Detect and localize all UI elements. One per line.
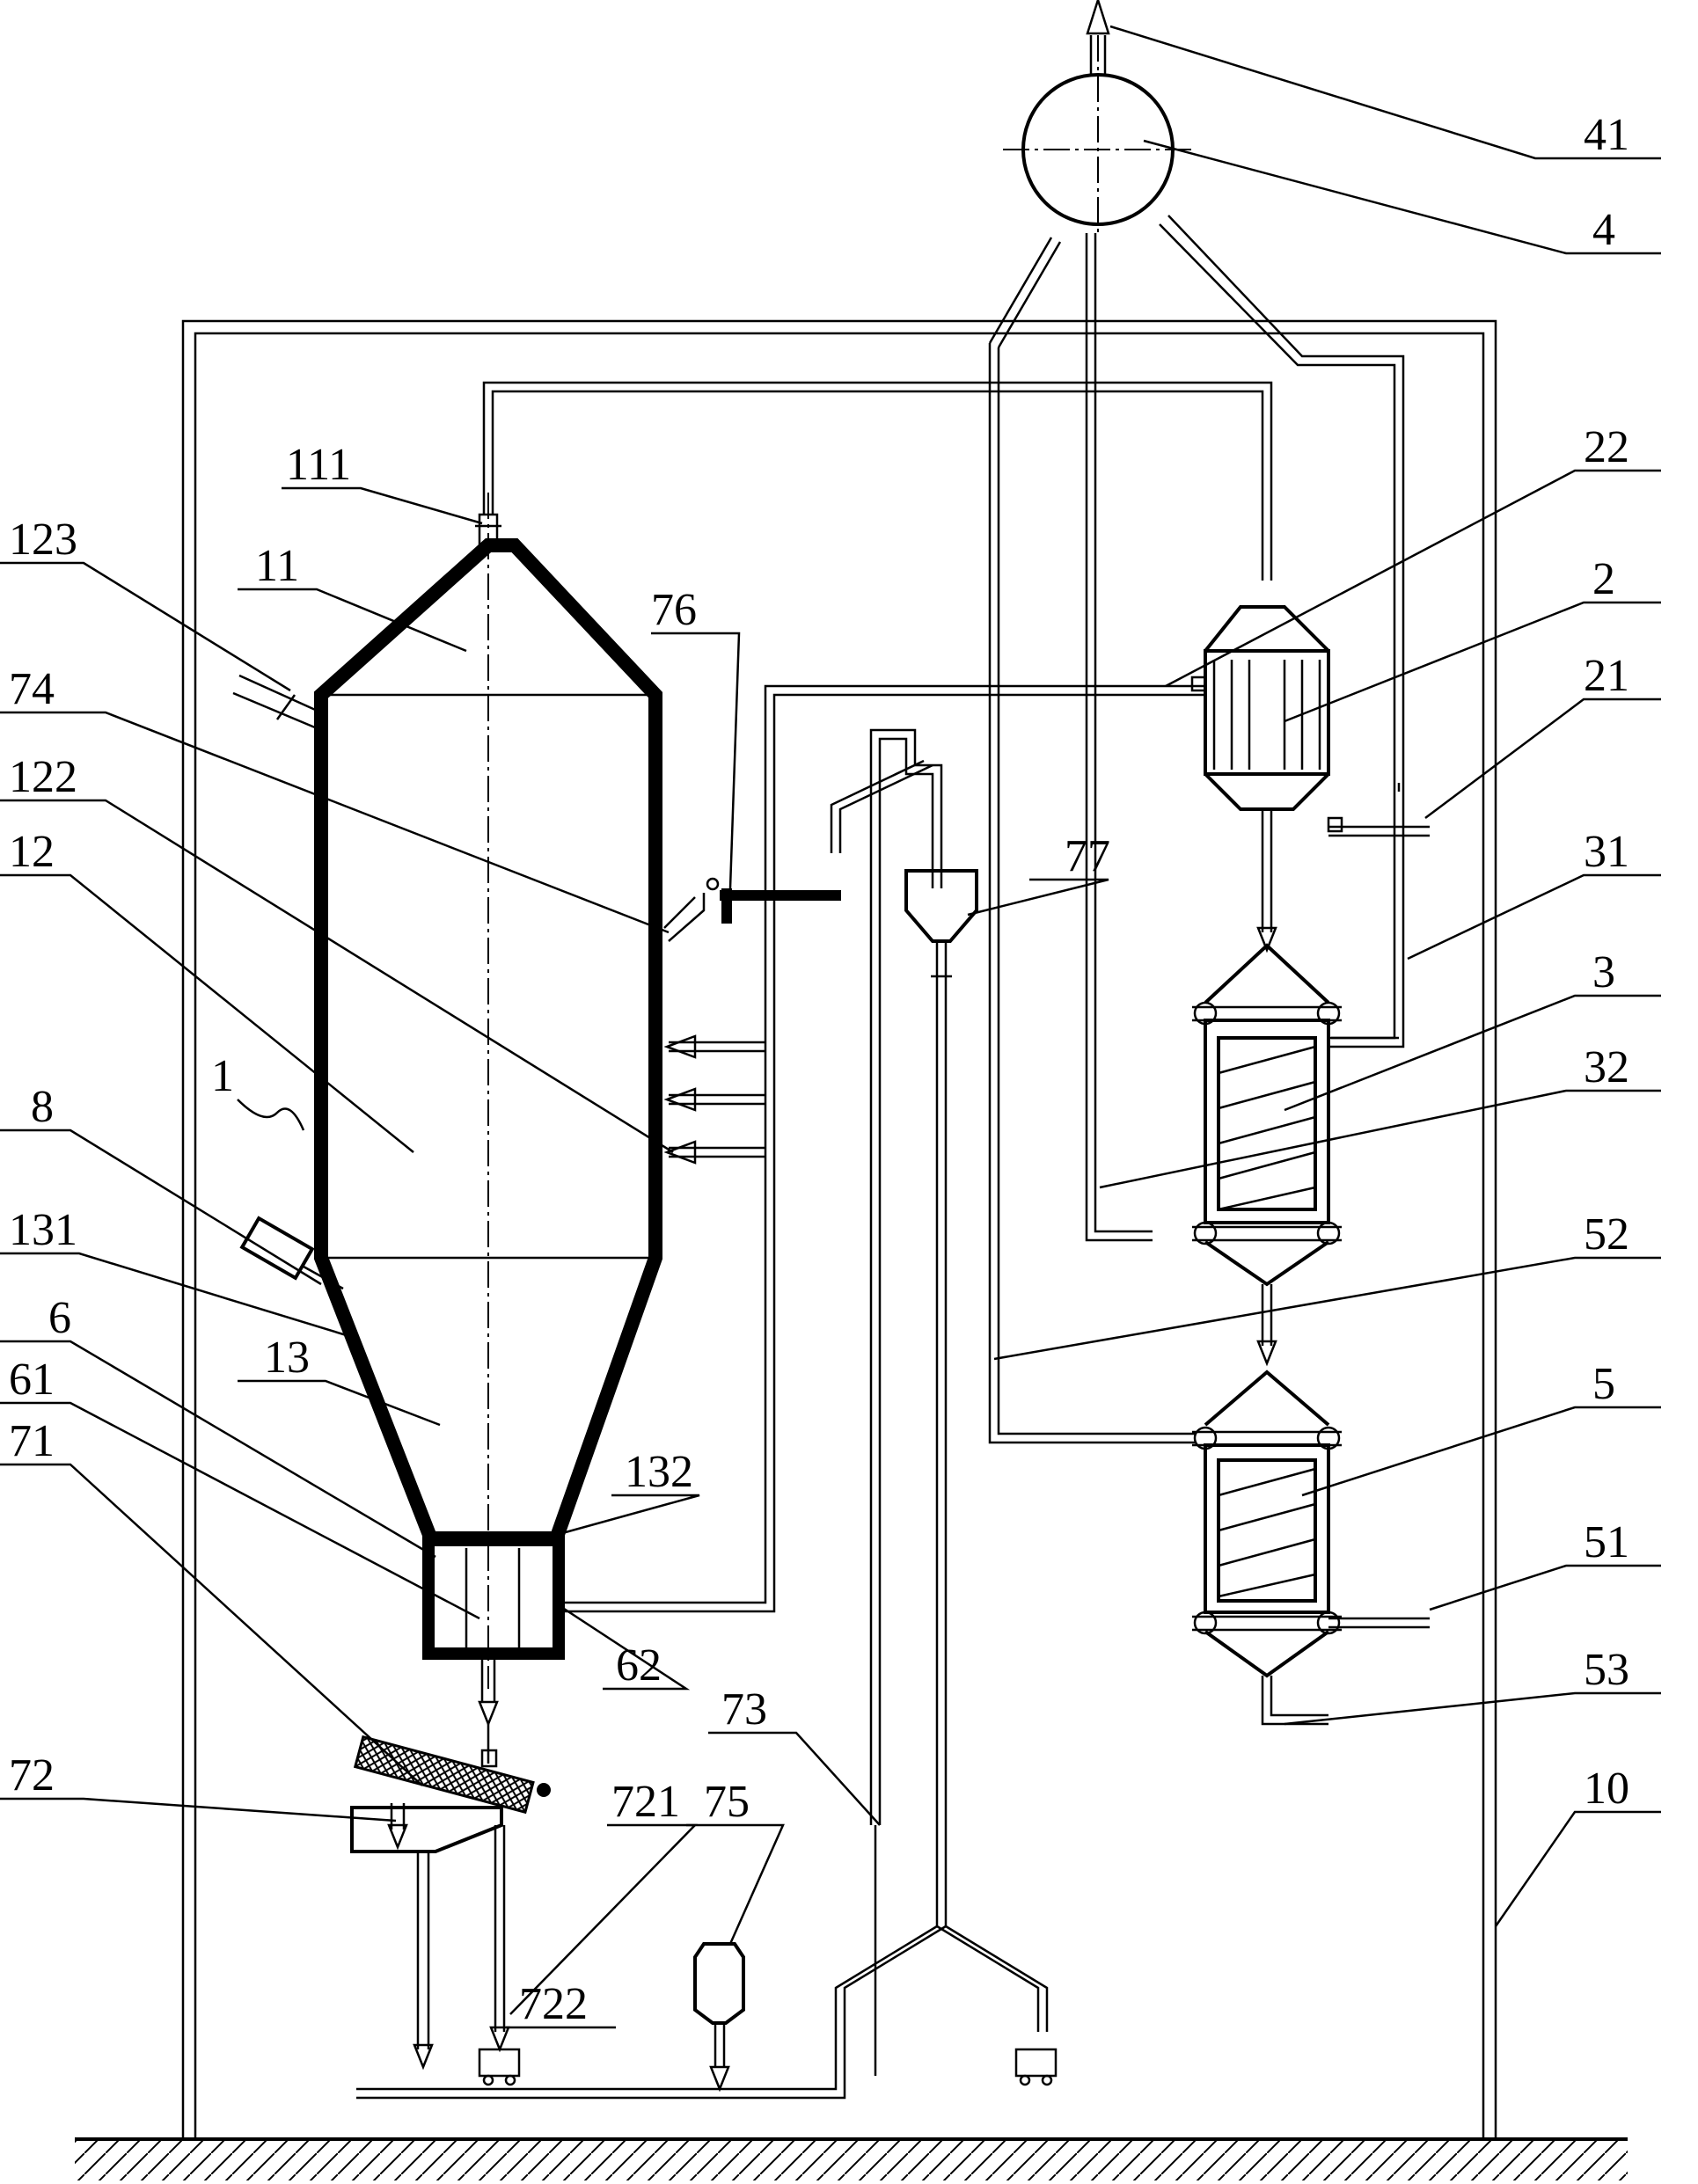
label-2: 2 [1592,554,1615,604]
label-131: 131 [9,1205,77,1255]
label-31: 31 [1584,827,1629,877]
discharge-chamber [422,1531,565,1727]
label-132: 132 [625,1447,693,1497]
label-51: 51 [1584,1517,1629,1567]
label-41: 41 [1584,110,1629,160]
label-61: 61 [9,1355,55,1405]
label-5: 5 [1592,1359,1615,1409]
label-722: 722 [519,1979,588,2029]
support-frame [181,319,1497,2139]
inlet-port-123 [232,674,322,732]
label-8: 8 [31,1082,54,1132]
label-52: 52 [1584,1209,1629,1260]
label-75: 75 [704,1777,750,1827]
label-6: 6 [48,1293,71,1343]
label-721: 721 [611,1777,680,1827]
label-72: 72 [9,1750,55,1801]
label-3: 3 [1592,947,1615,997]
label-11: 11 [255,541,299,591]
label-1: 1 [211,1051,234,1101]
label-77: 77 [1065,831,1110,881]
label-13: 13 [264,1333,310,1383]
gas-collector [1003,0,1193,237]
heat-exchanger-2 [1190,605,1343,953]
heat-exchanger-3 [1192,943,1342,1367]
piping [356,215,1430,2100]
label-21: 21 [1584,651,1629,701]
label-4: 4 [1592,205,1615,255]
reactor-vessel [314,493,662,1689]
cyclone-77 [904,869,978,978]
label-76: 76 [651,585,697,635]
hopper-75 [693,1942,745,2093]
label-111: 111 [286,440,351,490]
label-73: 73 [721,1684,767,1735]
heat-exchanger-5 [1192,1370,1342,1678]
cart-right [1014,2048,1058,2086]
side-nozzles [663,877,765,1165]
label-22: 22 [1584,422,1629,472]
label-74: 74 [9,664,55,714]
device-8 [239,1216,344,1290]
part-labels: 41 4 22 2 21 31 3 32 52 5 51 53 10 111 1… [9,110,1629,2029]
label-122: 122 [9,752,77,802]
label-10: 10 [1584,1764,1629,1814]
ground [75,2137,1628,2180]
label-71: 71 [9,1416,55,1466]
label-12: 12 [9,827,55,877]
screen-71 [353,1735,551,1851]
label-32: 32 [1584,1042,1629,1092]
leader-lines [0,25,1661,2029]
label-62: 62 [616,1640,662,1691]
label-123: 123 [9,515,77,565]
header-76 [720,888,841,924]
label-53: 53 [1584,1645,1629,1695]
separator-72 [350,1806,521,2086]
